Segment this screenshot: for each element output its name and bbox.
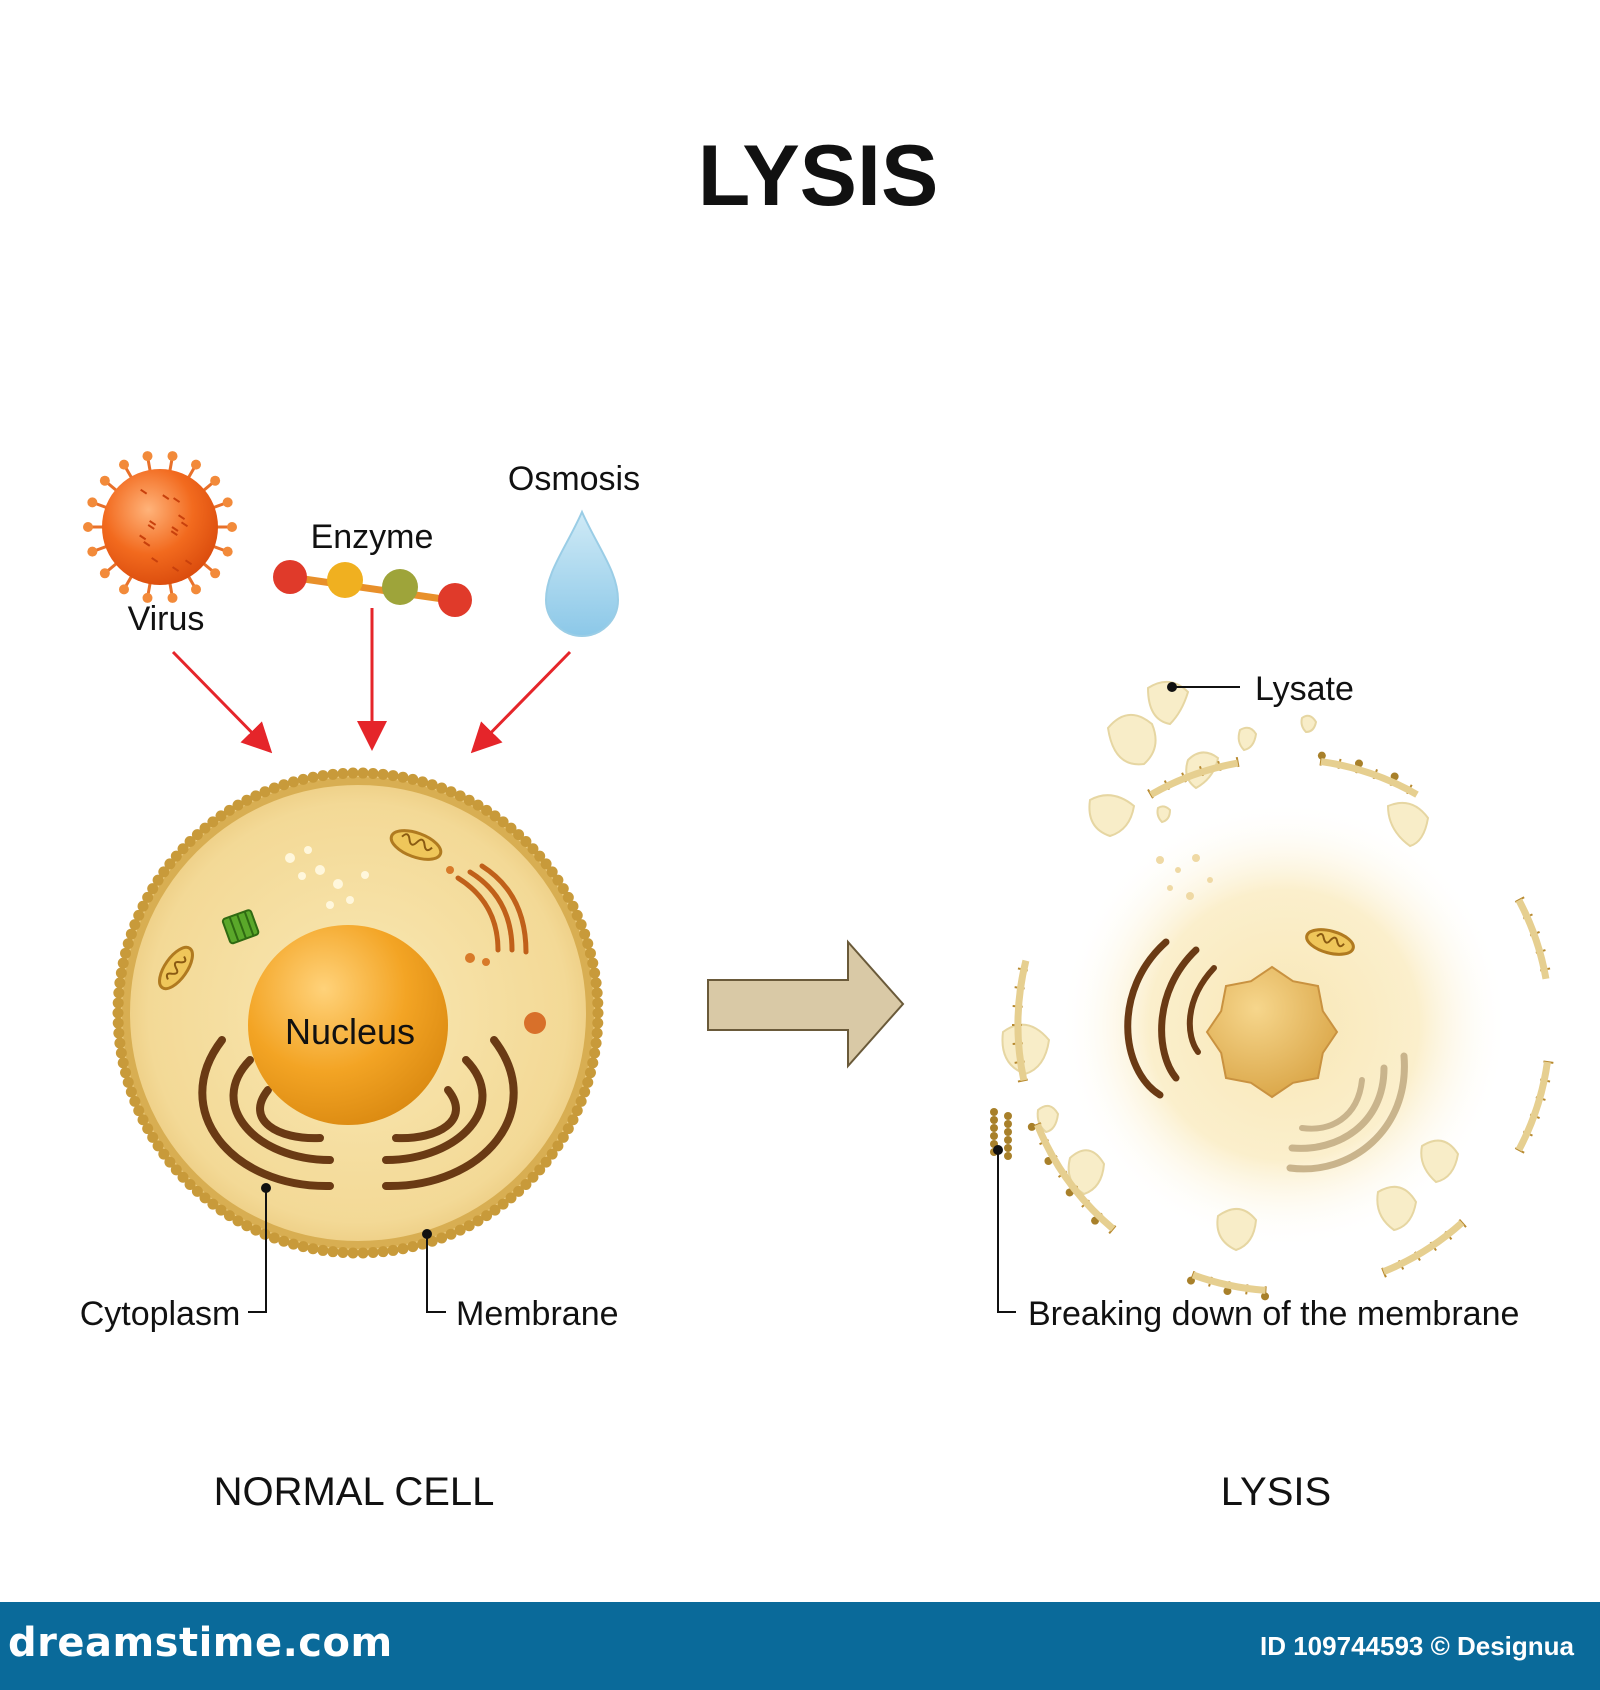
lysate-fragments bbox=[1001, 681, 1460, 1252]
mitochondrion bbox=[158, 945, 194, 991]
lysis-caption: LYSIS bbox=[1221, 1470, 1331, 1514]
lysosome bbox=[524, 1012, 546, 1034]
damaged-nucleus bbox=[1205, 965, 1339, 1099]
cytoplasm-label: Cytoplasm bbox=[80, 1295, 241, 1333]
virus-icon bbox=[83, 451, 237, 603]
stock-id: ID 109744593 © Designua bbox=[1260, 1631, 1574, 1661]
footer-bar: dreamstime.com ID 109744593 © Designua bbox=[0, 1602, 1600, 1690]
process-arrow bbox=[707, 939, 905, 1069]
osmosis-label: Osmosis bbox=[508, 460, 640, 498]
mitochondrion bbox=[1305, 928, 1355, 956]
broken-membrane-fragments bbox=[990, 751, 1554, 1301]
diagram-title: LYSIS bbox=[698, 128, 939, 224]
normal-cell-leaders bbox=[248, 1183, 446, 1313]
lysate-label: Lysate bbox=[1255, 670, 1354, 708]
enzyme-label: Enzyme bbox=[311, 518, 434, 556]
enzyme-icon bbox=[273, 560, 472, 617]
water-drop-icon bbox=[544, 509, 620, 637]
lysed-cell bbox=[990, 681, 1554, 1301]
endoplasmic-reticulum bbox=[198, 1036, 518, 1191]
nucleus-label: Nucleus bbox=[285, 1011, 415, 1052]
endoplasmic-reticulum bbox=[1124, 938, 1408, 1173]
lysis-leaders bbox=[993, 682, 1240, 1313]
cell-membrane bbox=[112, 767, 604, 1259]
vesicles bbox=[285, 846, 369, 909]
cause-arrows bbox=[171, 608, 572, 754]
brand-watermark: dreamstime.com bbox=[8, 1620, 393, 1666]
membrane-breakdown-label: Breaking down of the membrane bbox=[1028, 1295, 1519, 1333]
vesicles bbox=[1156, 854, 1213, 900]
golgi-apparatus bbox=[446, 863, 529, 966]
normal-cell: Nucleus bbox=[112, 767, 604, 1259]
centriole bbox=[221, 909, 260, 945]
nucleus bbox=[248, 925, 448, 1125]
normal-cell-caption: NORMAL CELL bbox=[214, 1470, 495, 1514]
membrane-label: Membrane bbox=[456, 1295, 619, 1333]
virus-label: Virus bbox=[128, 600, 205, 638]
mitochondrion bbox=[389, 829, 443, 861]
